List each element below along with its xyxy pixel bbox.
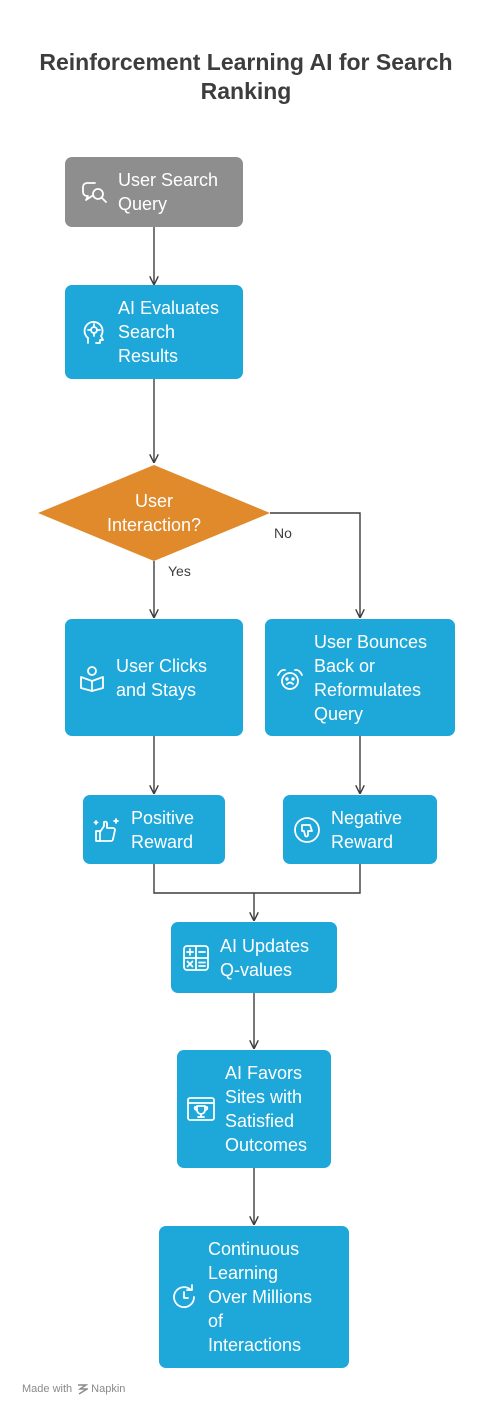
node-label-line: Back or (314, 655, 376, 676)
diagram-title: Reinforcement Learning AI for Search Ran… (20, 48, 472, 106)
node-label-line: Learning (208, 1263, 279, 1283)
reading-user-icon (77, 663, 107, 693)
node-label-line: Reward (331, 831, 394, 852)
edge-decision-bounces (270, 512, 360, 617)
edge-positive-merge (153, 864, 361, 894)
thumbs-down-icon (292, 815, 322, 845)
decision-label-line: User (134, 491, 173, 511)
head-gear-icon (79, 317, 109, 347)
decision-label-line: Interaction? (106, 515, 202, 535)
node-user-search-query: User Search Query (65, 157, 243, 227)
node-user-clicks: User Clicks and Stays (65, 619, 243, 736)
node-negative-reward: Negative Reward (283, 795, 437, 864)
clock-cycle-icon (169, 1282, 199, 1312)
node-label-line: Satisfied (225, 1111, 295, 1131)
node-label-line: User Search (118, 170, 219, 190)
footer-attribution: Made with Napkin (22, 1383, 125, 1395)
node-label-line: Search (118, 322, 176, 342)
frustrated-face-icon (275, 663, 305, 693)
node-label-line: Over Millions (208, 1287, 313, 1307)
decision-diamond (38, 465, 270, 561)
napkin-brand: Napkin (77, 1383, 125, 1395)
node-label-line: AI Updates (220, 935, 310, 956)
node-continuous-learning: Continuous Learning Over Millions of Int… (159, 1226, 349, 1368)
node-label-line: and Stays (116, 679, 197, 700)
node-label-line: Negative (331, 807, 403, 828)
thumbs-up-sparkle-icon (92, 815, 122, 845)
node-label-line: Results (118, 346, 179, 366)
node-ai-favors: AI Favors Sites with Satisfied Outcomes (177, 1050, 331, 1168)
edge-label-yes: Yes (168, 563, 191, 579)
node-label-line: Positive (131, 807, 195, 828)
search-chat-icon (79, 177, 109, 207)
calculator-icon (181, 943, 211, 973)
node-label-line: Outcomes (225, 1135, 308, 1155)
edge-label-no: No (274, 525, 292, 541)
title-line-2: Ranking (200, 78, 292, 104)
node-label-line: Q-values (220, 959, 293, 980)
node-label-line: User Bounces (314, 631, 428, 652)
node-label-line: Interactions (208, 1335, 302, 1355)
node-label-line: Sites with (225, 1087, 303, 1107)
decision-label: User Interaction? (58, 489, 250, 537)
node-positive-reward: Positive Reward (83, 795, 225, 864)
napkin-logo-icon (77, 1383, 89, 1395)
footer-made-with: Made with (22, 1383, 73, 1395)
title-line-1: Reinforcement Learning AI for Search (39, 49, 453, 75)
node-ai-updates: AI Updates Q-values (171, 922, 337, 993)
node-label-line: Query (314, 703, 364, 724)
node-label-line: Reward (131, 831, 194, 852)
trophy-window-icon (186, 1094, 216, 1124)
node-label-line: AI Favors (225, 1063, 303, 1083)
node-user-bounces: User Bounces Back or Reformulates Query (265, 619, 455, 736)
node-label-line: Reformulates (314, 679, 422, 700)
node-label-line: of (208, 1311, 224, 1331)
node-label-line: AI Evaluates (118, 298, 220, 318)
node-label-line: Continuous (208, 1239, 300, 1259)
node-label-line: Query (118, 194, 168, 214)
node-ai-evaluates: AI Evaluates Search Results (65, 285, 243, 379)
footer-brand-name: Napkin (91, 1383, 126, 1395)
node-label-line: User Clicks (116, 655, 208, 676)
